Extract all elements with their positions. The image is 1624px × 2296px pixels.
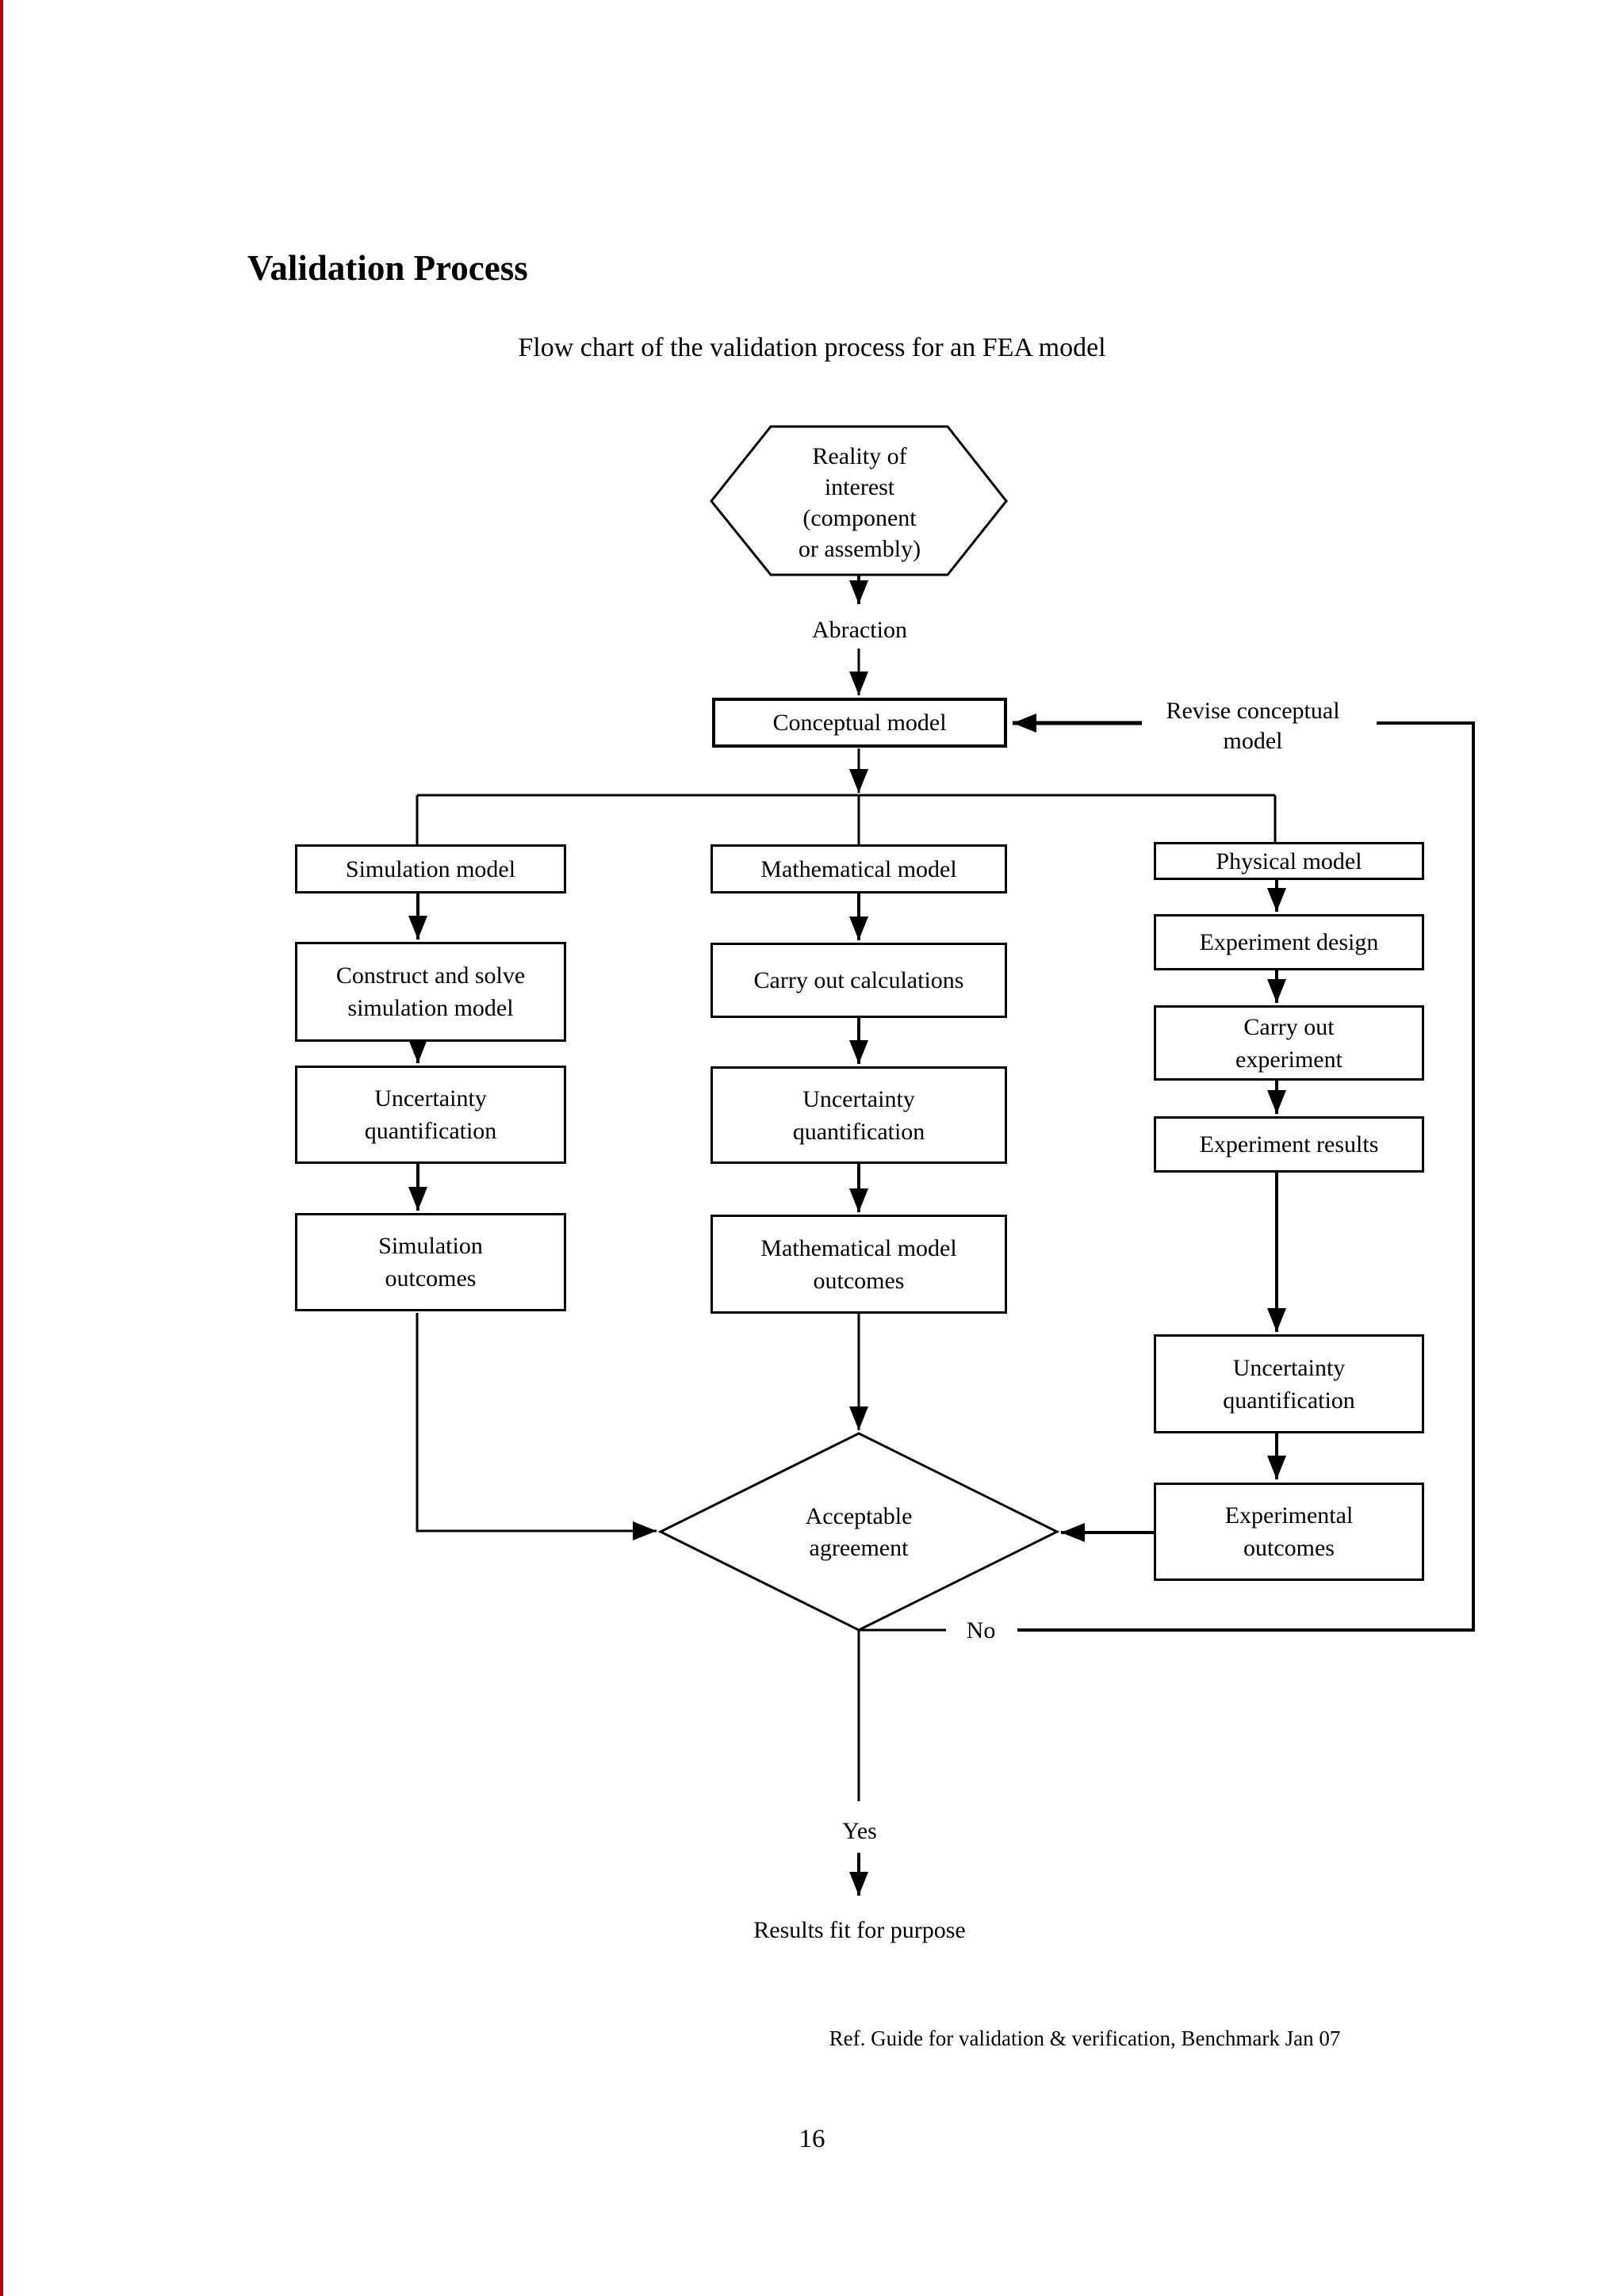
- node-uncertainty-simulation: Uncertainty quantification: [295, 1066, 566, 1164]
- node-simulation-outcomes: Simulation outcomes: [295, 1213, 566, 1311]
- node-experiment-results: Experiment results: [1154, 1116, 1424, 1173]
- scan-edge-artifact: [0, 0, 3, 2296]
- node-experimental-outcomes: Experimental outcomes: [1154, 1483, 1424, 1581]
- node-construct-solve: Construct and solve simulation model: [295, 942, 566, 1042]
- result-label: Results fit for purpose: [753, 1917, 966, 1943]
- abstraction-label: Abraction: [812, 617, 907, 643]
- page-number: 16: [799, 2125, 825, 2153]
- node-mathematical-model: Mathematical model: [710, 844, 1007, 894]
- node-physical-model: Physical model: [1154, 842, 1424, 880]
- decision-label: Acceptable agreement: [805, 1503, 913, 1561]
- no-label: No: [966, 1617, 996, 1644]
- node-mathematical-outcomes: Mathematical model outcomes: [710, 1215, 1007, 1314]
- yes-label: Yes: [842, 1818, 877, 1844]
- node-carry-out-calculations: Carry out calculations: [710, 943, 1007, 1018]
- node-simulation-model: Simulation model: [295, 844, 566, 894]
- chart-caption: Flow chart of the validation process for…: [518, 333, 1106, 362]
- page-title: Validation Process: [247, 248, 528, 288]
- start-hexagon-shape: [710, 425, 1008, 576]
- node-conceptual-model: Conceptual model: [712, 698, 1007, 748]
- node-experiment-design: Experiment design: [1154, 914, 1424, 970]
- node-uncertainty-experiment: Uncertainty quantification: [1154, 1334, 1424, 1433]
- no-path-feedback-loop: [1017, 721, 1475, 1632]
- arrow-sim-outcomes-to-decision: [416, 1313, 657, 1540]
- revise-conceptual-label: Revise conceptual model: [1166, 698, 1340, 754]
- start-hexagon-label: Reality of interest (component or assemb…: [798, 443, 921, 562]
- node-carry-out-experiment: Carry out experiment: [1154, 1005, 1424, 1081]
- reference-text: Ref. Guide for validation & verification…: [829, 2026, 1341, 2050]
- node-uncertainty-mathematical: Uncertainty quantification: [710, 1066, 1007, 1164]
